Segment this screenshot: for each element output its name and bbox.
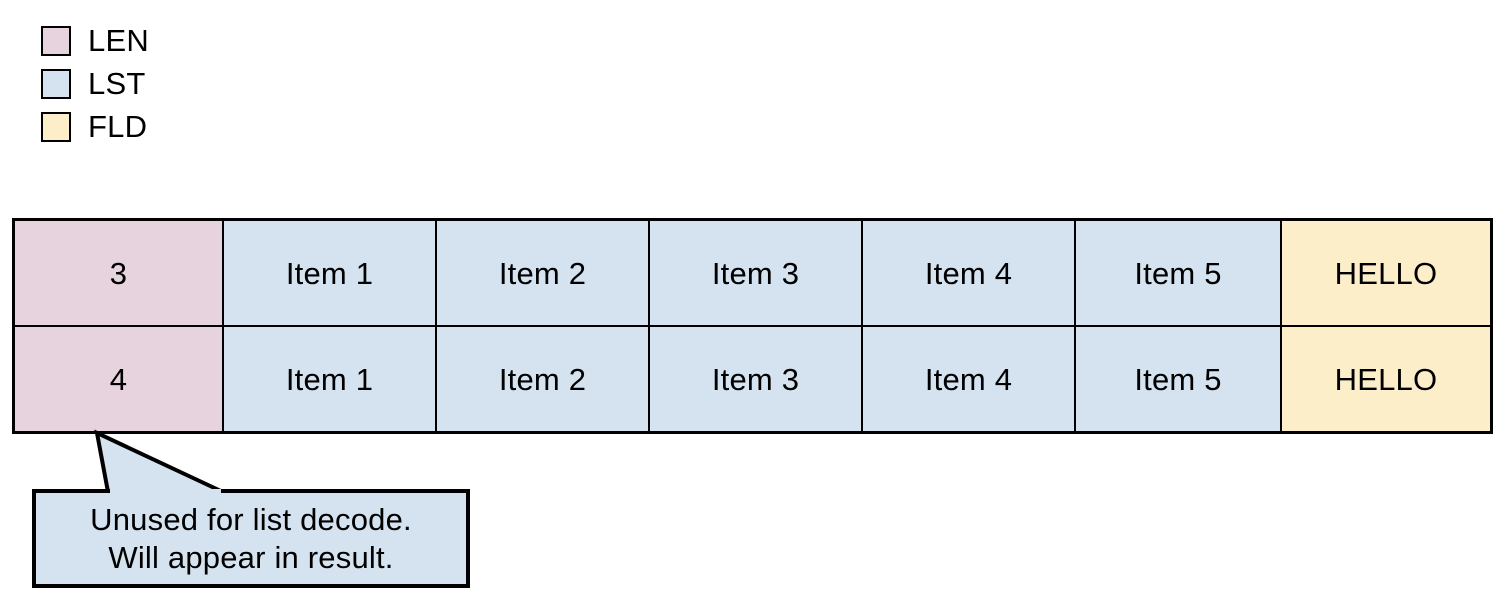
table-row: 4 Item 1 Item 2 Item 3 Item 4 Item 5 HEL… (15, 327, 1490, 431)
callout-line-2: Will appear in result. (108, 539, 394, 575)
legend-item-label: LEN (88, 23, 149, 58)
cell-item1: Item 1 (224, 327, 437, 431)
color-swatch-icon (41, 25, 71, 56)
legend: LEN LST FLD (41, 19, 341, 148)
cell-fld: HELLO (1282, 327, 1490, 431)
cell-len: 3 (15, 221, 224, 325)
legend-item-len: LEN (41, 19, 341, 62)
callout-text: Unused for list decode. Will appear in r… (34, 491, 468, 586)
table-row: 3 Item 1 Item 2 Item 3 Item 4 Item 5 HEL… (15, 221, 1490, 327)
record-table: 3 Item 1 Item 2 Item 3 Item 4 Item 5 HEL… (12, 218, 1493, 434)
legend-item-lst: LST (41, 62, 341, 105)
legend-item-label: FLD (88, 109, 148, 144)
cell-item2: Item 2 (437, 327, 650, 431)
cell-item4: Item 4 (863, 327, 1076, 431)
cell-item2: Item 2 (437, 221, 650, 325)
callout-tail-icon (94, 429, 224, 494)
callout-line-1: Unused for list decode. (90, 501, 412, 537)
cell-item5: Item 5 (1076, 221, 1282, 325)
cell-item3: Item 3 (650, 221, 863, 325)
color-swatch-icon (41, 68, 71, 99)
cell-item3: Item 3 (650, 327, 863, 431)
cell-fld: HELLO (1282, 221, 1490, 325)
legend-item-label: LST (88, 66, 146, 101)
cell-item4: Item 4 (863, 221, 1076, 325)
cell-len: 4 (15, 327, 224, 431)
color-swatch-icon (41, 111, 71, 142)
cell-item1: Item 1 (224, 221, 437, 325)
legend-item-fld: FLD (41, 105, 341, 148)
cell-item5: Item 5 (1076, 327, 1282, 431)
